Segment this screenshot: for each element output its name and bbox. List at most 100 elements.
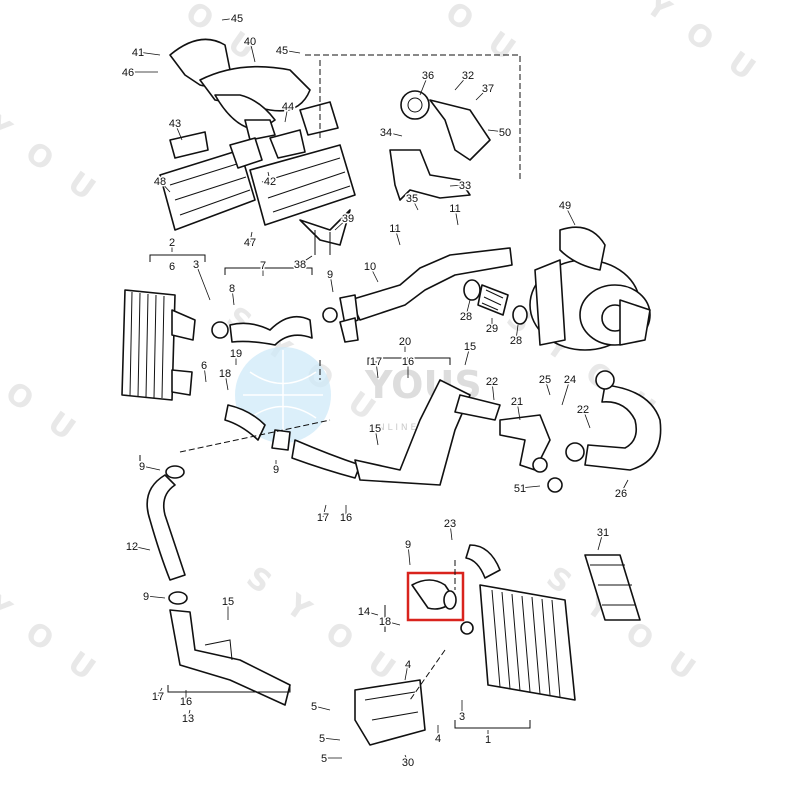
leader-line bbox=[454, 74, 469, 91]
leader-line bbox=[322, 504, 327, 518]
callout-number-19: 19 bbox=[230, 348, 242, 360]
callout-number-17: 17 bbox=[370, 356, 382, 368]
callout-number-11: 11 bbox=[449, 203, 460, 215]
leader-line bbox=[419, 74, 429, 96]
leader-line bbox=[137, 51, 161, 56]
hose-8 bbox=[229, 315, 313, 346]
callout-number-34: 34 bbox=[380, 127, 392, 139]
callout-number-15: 15 bbox=[464, 341, 476, 353]
leader-line bbox=[404, 754, 409, 763]
leader-line bbox=[321, 737, 341, 741]
leader-line bbox=[157, 687, 163, 697]
leader-line bbox=[267, 171, 271, 182]
leader-line bbox=[411, 197, 419, 211]
callout-number-48: 48 bbox=[154, 176, 166, 188]
callout-number-45: 45 bbox=[276, 45, 288, 57]
callout-number-6: 6 bbox=[201, 360, 207, 372]
leader-line bbox=[313, 705, 331, 711]
air-duct-31 bbox=[584, 554, 641, 621]
leader-line bbox=[384, 620, 401, 626]
turbocharger bbox=[529, 226, 651, 351]
callout-number-43: 43 bbox=[169, 118, 181, 130]
callout-number-10: 10 bbox=[364, 261, 376, 273]
callout-number-47: 47 bbox=[244, 237, 256, 249]
leader-line bbox=[394, 227, 401, 246]
callout-number-28: 28 bbox=[510, 335, 522, 347]
callout-number-2: 2 bbox=[169, 237, 175, 249]
callout-number-15: 15 bbox=[222, 596, 234, 608]
callout-number-4: 4 bbox=[405, 659, 411, 671]
leader-line bbox=[449, 522, 453, 541]
intercooler-left bbox=[121, 289, 196, 401]
leader-line bbox=[299, 255, 313, 265]
leader-line bbox=[334, 217, 349, 231]
callout-number-33: 33 bbox=[459, 180, 471, 192]
callout-number-23: 23 bbox=[444, 518, 456, 530]
leader-line bbox=[159, 180, 171, 193]
callout-number-1: 1 bbox=[485, 734, 491, 746]
callout-number-3: 3 bbox=[193, 259, 199, 271]
leader-line bbox=[404, 663, 409, 681]
throttle-body-group bbox=[389, 90, 491, 201]
callout-number-41: 41 bbox=[132, 47, 144, 59]
leader-line bbox=[449, 184, 466, 187]
callout-number-26: 26 bbox=[615, 488, 627, 500]
callout-number-9: 9 bbox=[139, 461, 145, 473]
leader-line bbox=[519, 485, 541, 489]
callout-number-12: 12 bbox=[126, 541, 138, 553]
callout-number-36: 36 bbox=[422, 70, 434, 82]
callout-number-6: 6 bbox=[169, 261, 175, 273]
callout-number-22: 22 bbox=[577, 404, 589, 416]
callout-number-50: 50 bbox=[499, 127, 511, 139]
callout-number-14: 14 bbox=[358, 606, 370, 618]
leader-line bbox=[174, 122, 183, 141]
callout-number-46: 46 bbox=[122, 67, 134, 79]
hose-12 bbox=[146, 474, 186, 581]
callout-number-42: 42 bbox=[264, 176, 276, 188]
callout-number-24: 24 bbox=[564, 374, 576, 386]
callout-number-8: 8 bbox=[229, 283, 235, 295]
leader-line bbox=[454, 207, 459, 226]
callout-number-3: 3 bbox=[459, 711, 465, 723]
leader-line bbox=[281, 49, 301, 54]
leader-line bbox=[369, 265, 379, 283]
callout-number-5: 5 bbox=[319, 733, 325, 745]
leader-line bbox=[145, 595, 166, 599]
leader-line bbox=[407, 543, 411, 566]
pipe-10 bbox=[339, 247, 513, 343]
callout-number-5: 5 bbox=[321, 753, 327, 765]
callout-number-7: 7 bbox=[260, 260, 266, 272]
callout-number-32: 32 bbox=[462, 70, 474, 82]
callout-number-5: 5 bbox=[311, 701, 317, 713]
highlight-box bbox=[406, 571, 465, 622]
leader-line bbox=[363, 610, 379, 616]
callout-number-37: 37 bbox=[482, 83, 494, 95]
intake-manifold-group bbox=[159, 38, 356, 255]
callout-number-30: 30 bbox=[402, 757, 414, 769]
group-bracket-2 bbox=[149, 254, 206, 262]
leader-line bbox=[284, 105, 289, 123]
hose-26 bbox=[584, 384, 662, 471]
callout-number-17: 17 bbox=[152, 691, 164, 703]
callout-number-38: 38 bbox=[294, 259, 306, 271]
callout-number-21: 21 bbox=[511, 396, 523, 408]
callout-number-16: 16 bbox=[340, 512, 352, 524]
leader-line bbox=[329, 273, 334, 293]
leader-line bbox=[620, 479, 629, 494]
callout-number-18: 18 bbox=[379, 616, 391, 628]
leader-line bbox=[203, 364, 207, 383]
leader-line bbox=[195, 263, 211, 301]
leader-line bbox=[249, 231, 253, 243]
leader-line bbox=[464, 345, 471, 366]
callout-number-31: 31 bbox=[597, 527, 609, 539]
leader-line bbox=[487, 129, 506, 133]
callout-number-17: 17 bbox=[317, 512, 329, 524]
callout-number-9: 9 bbox=[327, 269, 333, 281]
callout-number-9: 9 bbox=[405, 539, 411, 551]
leader-line bbox=[465, 299, 471, 317]
leader-line bbox=[516, 400, 521, 421]
callout-number-35: 35 bbox=[406, 193, 418, 205]
callout-number-28: 28 bbox=[460, 311, 472, 323]
